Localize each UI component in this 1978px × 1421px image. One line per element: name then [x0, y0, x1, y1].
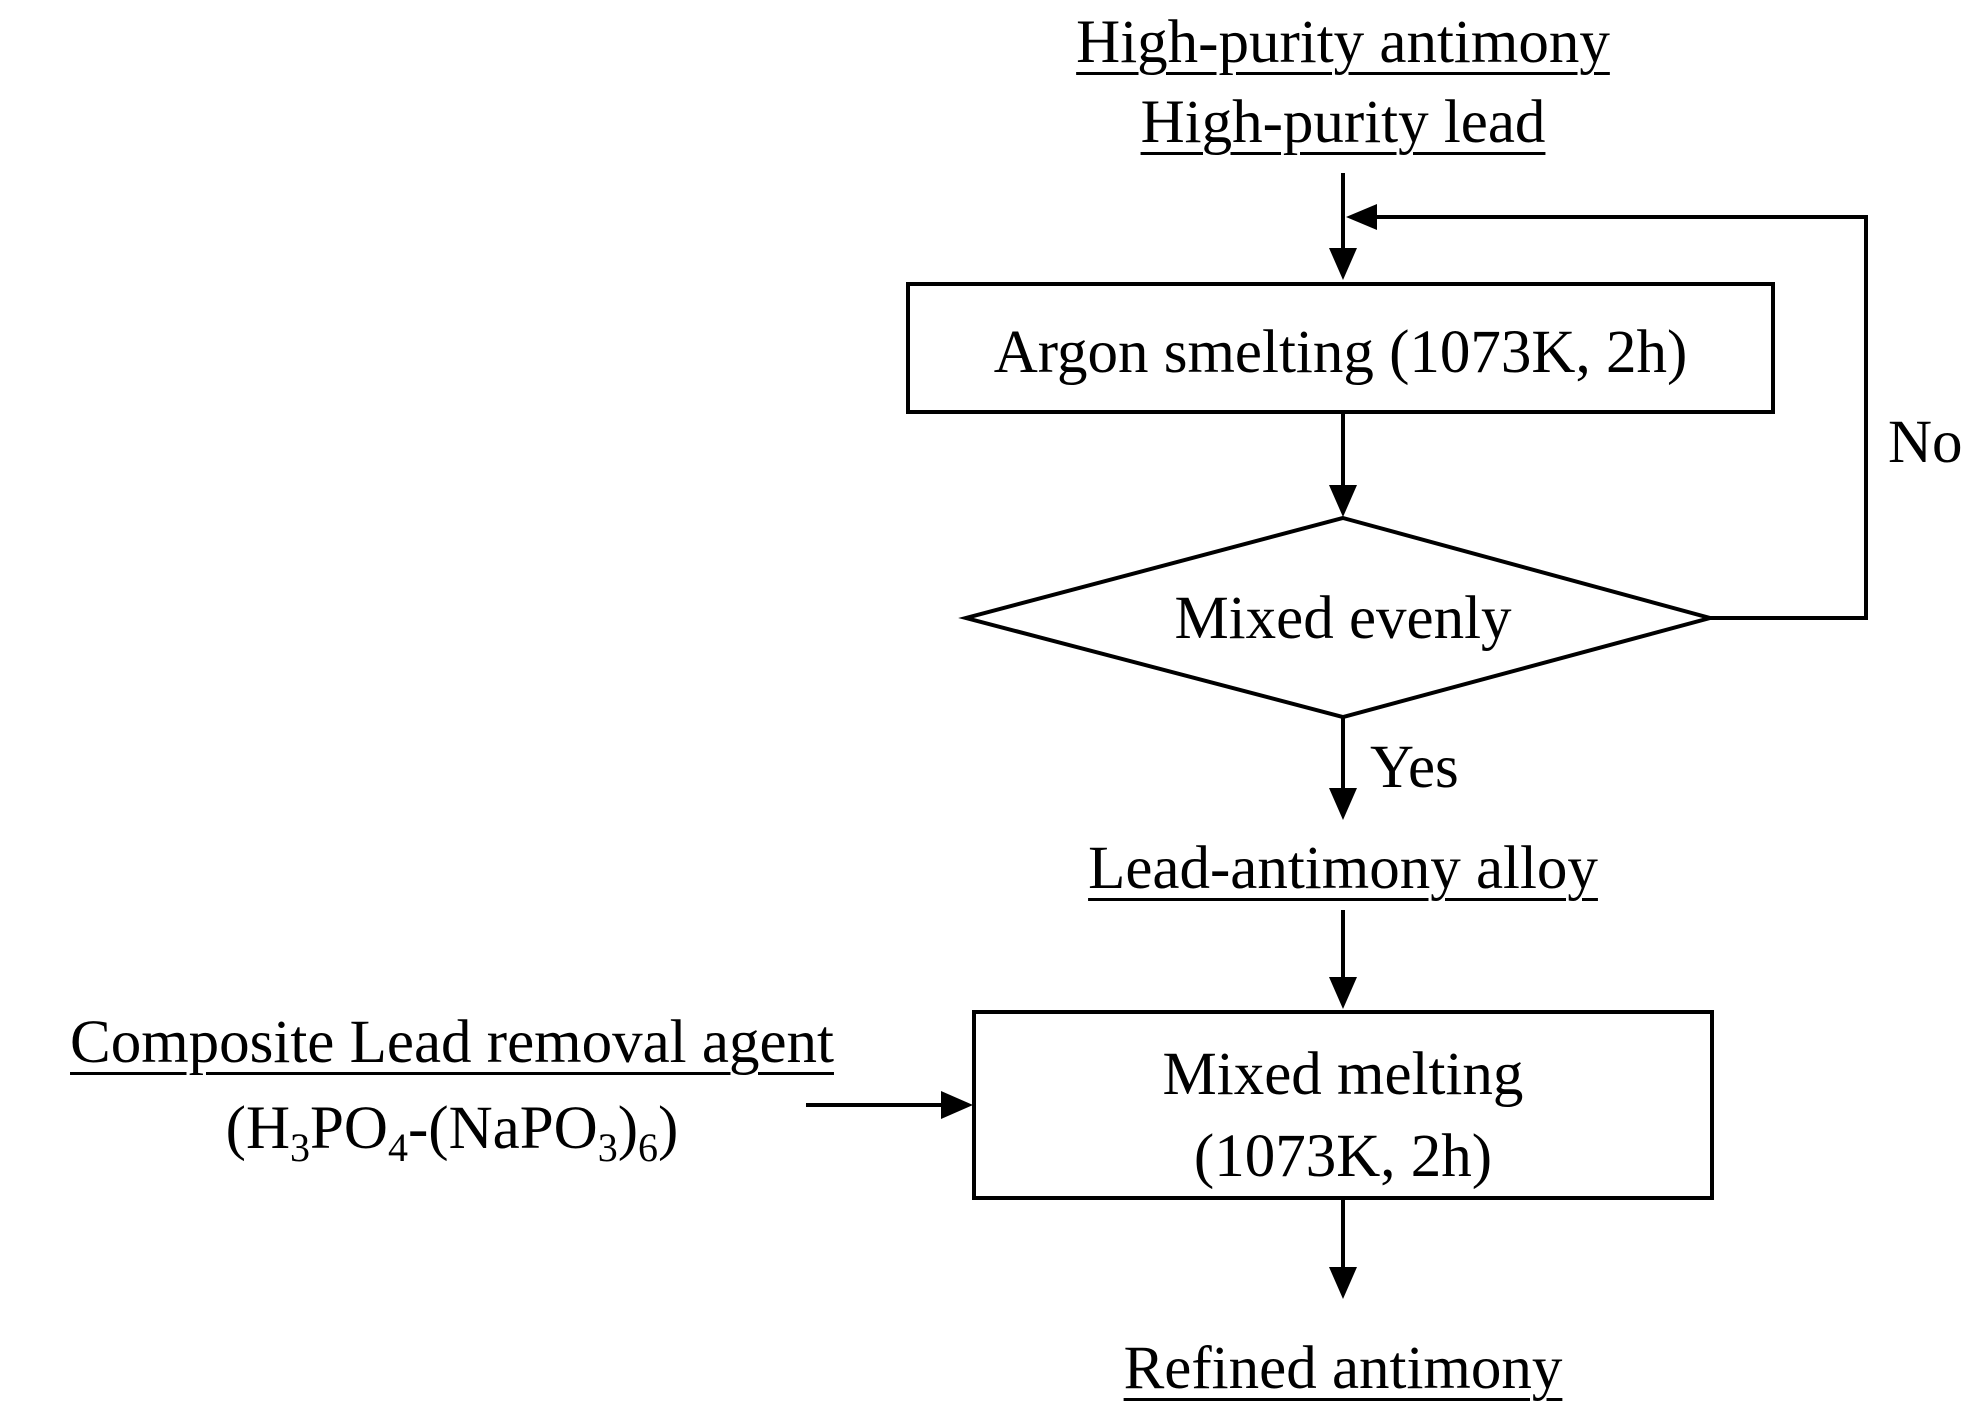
agent-title: Composite Lead removal agent: [70, 1009, 834, 1076]
agent-formula-po: PO: [310, 1095, 388, 1162]
mixed-melting-label-line1: Mixed melting: [1162, 1041, 1524, 1108]
agent-formula-sub-3: 3: [597, 1125, 618, 1171]
decision-yes-label: Yes: [1370, 734, 1459, 801]
decision-no-label: No: [1888, 409, 1963, 476]
argon-smelting-box: Argon smelting (1073K, 2h): [906, 282, 1775, 414]
arrowhead-alloy-to-melting: [1329, 977, 1357, 1009]
agent-formula: (H3PO4-(NaPO3)6): [12, 1098, 892, 1168]
arrowhead-melting-to-output: [1329, 1267, 1357, 1299]
agent-formula-close: ): [617, 1095, 639, 1162]
arrowhead-decision-to-alloy: [1329, 788, 1357, 820]
agent-formula-sub-2: 4: [387, 1125, 408, 1171]
input-lead-label: High-purity lead: [1140, 89, 1546, 156]
agent-formula-open: (H: [225, 1095, 290, 1162]
agent-formula-sub-4: 6: [638, 1125, 659, 1171]
alloy-label: Lead-antimony alloy: [1088, 835, 1598, 902]
no-loop-line: [1375, 215, 1868, 620]
agent-formula-sub-1: 3: [290, 1125, 310, 1171]
arrowhead-agent-to-melting: [941, 1091, 973, 1119]
output-label: Refined antimony: [1123, 1335, 1563, 1402]
arrowhead-no-loop: [1346, 204, 1377, 230]
agent-formula-mid: -(NaPO: [407, 1095, 598, 1162]
arrowhead-argon-to-decision: [1329, 485, 1357, 517]
arrowhead-inputs-to-argon: [1329, 248, 1357, 280]
mixed-melting-label-line2: (1073K, 2h): [1193, 1123, 1493, 1190]
decision-label: Mixed evenly: [1174, 585, 1512, 652]
agent-formula-end: ): [658, 1095, 679, 1162]
argon-smelting-label: Argon smelting (1073K, 2h): [993, 319, 1688, 386]
mixed-melting-box: Mixed melting (1073K, 2h): [972, 1010, 1714, 1200]
input-antimony-label: High-purity antimony: [1076, 9, 1610, 76]
